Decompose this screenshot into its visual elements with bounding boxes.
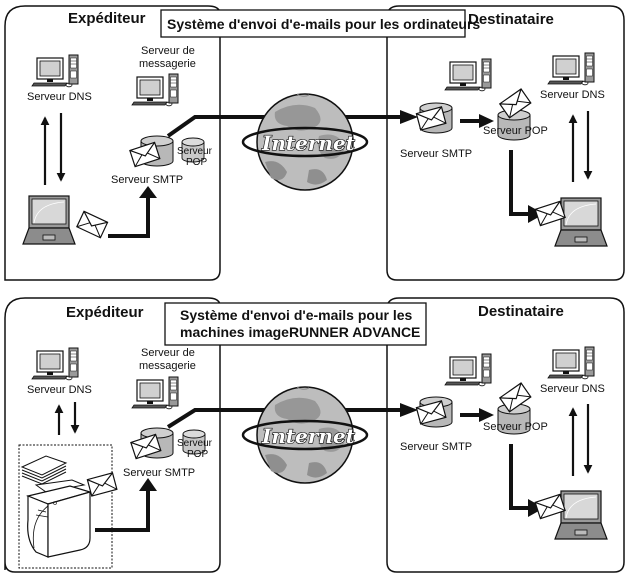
arrow-head xyxy=(139,186,157,198)
device-boundary xyxy=(18,444,113,569)
arrow-head xyxy=(528,205,544,223)
mail-server-icon xyxy=(444,58,492,92)
sender-dns-label: Serveur DNS xyxy=(27,384,92,396)
internet-label: Internet xyxy=(261,131,356,155)
globe-icon xyxy=(241,386,369,484)
recipient-panel xyxy=(386,297,625,573)
recipient-pop-label: Serveur POP xyxy=(483,125,548,137)
send-arrow xyxy=(108,196,150,238)
paper-stack-icon xyxy=(20,455,68,485)
recipient-header: Destinataire xyxy=(468,11,554,28)
mail-server-label-2: messagerie xyxy=(139,58,196,70)
laptop-icon xyxy=(554,197,608,247)
diagram-title: Système d'envoi d'e-mails pour les ordin… xyxy=(167,16,480,32)
arrow-head xyxy=(528,499,544,517)
recipient-smtp-label: Serveur SMTP xyxy=(400,441,472,453)
sender-header: Expéditeur xyxy=(68,10,146,27)
arrow-head xyxy=(400,110,418,124)
recipient-panel xyxy=(386,5,625,281)
pop-to-client-arrow xyxy=(509,444,530,510)
diagram-imagerunner: Expéditeur Destinataire Système d'envoi … xyxy=(4,297,625,573)
dns-server-icon xyxy=(547,52,595,86)
arrow-head xyxy=(479,408,494,422)
arrow-head xyxy=(400,403,418,417)
sender-pop-label-1: Serveur xyxy=(177,438,213,449)
globe-icon xyxy=(241,93,369,191)
mail-server-icon xyxy=(444,353,492,387)
mail-server-label: Serveur de xyxy=(141,45,195,57)
sender-pop-label-1: Serveur xyxy=(177,146,213,157)
dns-server-icon xyxy=(31,54,79,88)
diagram-title-box xyxy=(160,9,466,38)
arrow-head xyxy=(139,478,157,491)
diagram-title-box xyxy=(164,302,427,346)
sender-header: Expéditeur xyxy=(66,304,144,321)
recipient-dns-label: Serveur DNS xyxy=(540,89,605,101)
sender-dns-label: Serveur DNS xyxy=(27,91,92,103)
mail-server-label: Serveur de xyxy=(141,347,195,359)
recipient-header: Destinataire xyxy=(478,303,564,320)
sender-smtp-label: Serveur SMTP xyxy=(111,174,183,186)
laptop-icon xyxy=(554,490,608,540)
sender-pop-label-2: POP xyxy=(186,157,207,168)
sender-smtp-label: Serveur SMTP xyxy=(123,467,195,479)
arrow-head xyxy=(479,114,494,128)
recipient-dns-label: Serveur DNS xyxy=(540,383,605,395)
recipient-smtp-label: Serveur SMTP xyxy=(400,148,472,160)
recipient-pop-label: Serveur POP xyxy=(483,421,548,433)
send-arrow xyxy=(95,490,150,532)
mail-server-label-2: messagerie xyxy=(139,360,196,372)
pop-to-client-arrow xyxy=(509,150,530,216)
diagram-computers: Expéditeur Destinataire Système d'envoi … xyxy=(4,5,625,281)
sender-pop-label-2: POP xyxy=(187,449,208,460)
laptop-icon xyxy=(22,195,76,245)
mail-server-icon xyxy=(131,73,179,107)
diagram-title-line-2: machines imageRUNNER ADVANCE xyxy=(180,324,420,340)
sender-panel xyxy=(4,297,221,573)
dns-server-icon xyxy=(547,346,595,380)
mail-server-icon xyxy=(131,376,179,410)
sender-panel xyxy=(4,5,221,281)
internet-label: Internet xyxy=(261,424,356,448)
dns-server-icon xyxy=(31,347,79,381)
imagerunner-printer-icon xyxy=(26,479,93,558)
diagram-title-line-1: Système d'envoi d'e-mails pour les xyxy=(180,307,413,323)
envelope-icon xyxy=(76,210,109,239)
